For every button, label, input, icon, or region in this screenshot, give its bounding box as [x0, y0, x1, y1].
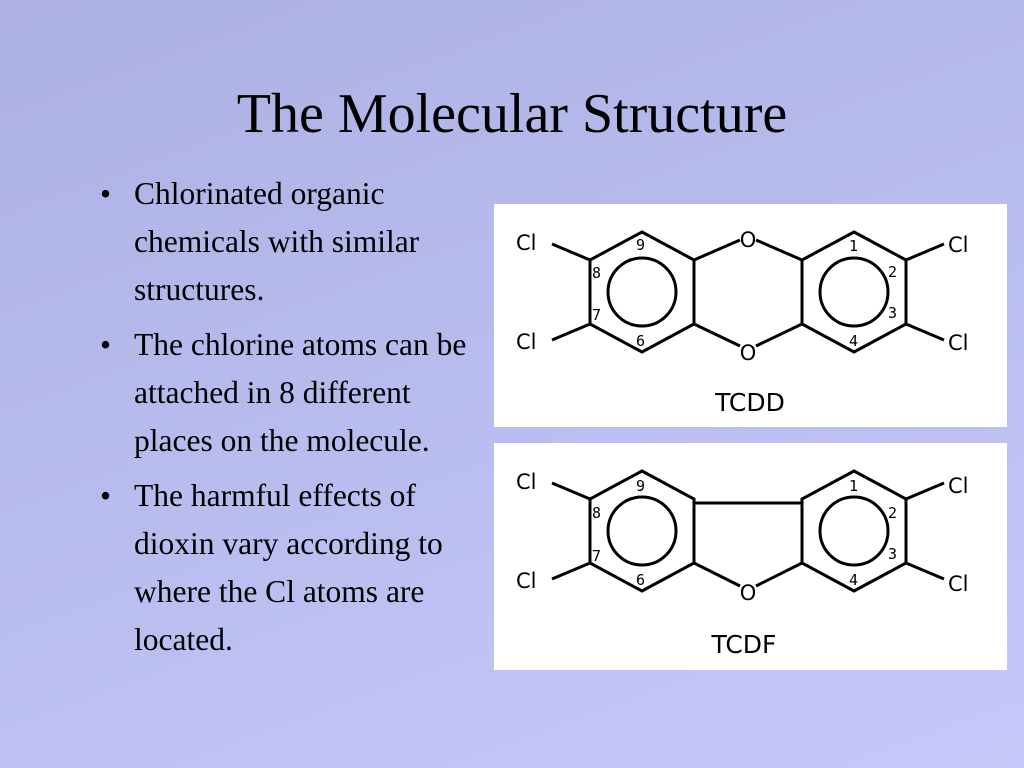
bullet-glyph: •	[100, 327, 112, 362]
tcdf-chlorine-bottom-right: Cl	[948, 572, 969, 596]
bullet-item: • The harmful effects of dioxin vary acc…	[100, 472, 495, 664]
tcdd-bond	[905, 322, 945, 342]
tcdf-right-aromatic-circle	[818, 495, 890, 567]
tcdd-label: TCDD	[714, 388, 785, 417]
tcdf-position-1: 1	[849, 477, 858, 495]
tcdf-chlorine-top-left: Cl	[516, 470, 537, 494]
tcdf-label: TCDF	[711, 630, 777, 659]
tcdf-chlorine-top-right: Cl	[948, 474, 969, 498]
tcdd-chlorine-bottom-left: Cl	[516, 330, 537, 354]
tcdd-right-aromatic-circle	[818, 256, 890, 328]
tcdf-oxygen: O	[740, 581, 757, 605]
tcdd-oxygen-bottom: O	[740, 341, 757, 365]
bullet-list: • Chlorinated organic chemicals with sim…	[100, 170, 495, 671]
slide-title: The Molecular Structure	[236, 83, 788, 145]
tcdd-position-7: 7	[592, 306, 601, 324]
tcdf-bond	[551, 561, 591, 581]
tcdd-position-1: 1	[849, 237, 858, 255]
tcdd-bond	[755, 322, 803, 348]
tcdf-position-3: 3	[888, 545, 897, 563]
tcdd-position-4: 4	[849, 332, 858, 350]
tcdf-position-6: 6	[636, 571, 645, 589]
tcdd-left-aromatic-circle	[606, 256, 678, 328]
tcdd-bond	[551, 322, 591, 342]
bullet-text: The harmful effects of dioxin vary accor…	[134, 478, 443, 657]
tcdf-chlorine-bottom-left: Cl	[516, 569, 537, 593]
tcdd-bond	[693, 238, 741, 262]
tcdd-position-8: 8	[592, 264, 601, 282]
tcdd-bond	[905, 242, 945, 262]
tcdf-structure-svg: O Cl Cl Cl Cl 1 2 3 4 6 7 8 9 TCDF	[516, 469, 969, 659]
tcdf-position-9: 9	[636, 477, 645, 495]
tcdd-chlorine-bottom-right: Cl	[948, 331, 969, 355]
tcdd-position-6: 6	[636, 332, 645, 350]
tcdd-structure-svg: O O Cl Cl Cl Cl 1 2 3 4 6 7 8 9 TCDD	[516, 228, 969, 417]
tcdf-diagram: O Cl Cl Cl Cl 1 2 3 4 6 7 8 9 TCDF	[494, 443, 1007, 670]
bullet-text: Chlorinated organic chemicals with simil…	[134, 176, 420, 307]
tcdf-bond	[905, 481, 945, 501]
tcdf-bond	[551, 481, 591, 501]
tcdd-position-9: 9	[636, 236, 645, 254]
tcdf-bond	[693, 561, 741, 588]
tcdf-position-8: 8	[592, 504, 601, 522]
tcdf-position-4: 4	[849, 571, 858, 589]
bullet-text: The chlorine atoms can be attached in 8 …	[134, 327, 467, 458]
tcdd-bond	[693, 322, 741, 348]
tcdf-bond	[755, 561, 803, 588]
tcdf-position-2: 2	[888, 504, 897, 522]
bullet-item: • Chlorinated organic chemicals with sim…	[100, 170, 495, 314]
tcdd-bond	[551, 242, 591, 262]
tcdf-bond	[905, 561, 945, 581]
tcdd-chlorine-top-right: Cl	[948, 233, 969, 257]
tcdd-chlorine-top-left: Cl	[516, 231, 537, 255]
tcdd-position-3: 3	[888, 304, 897, 322]
bullet-glyph: •	[100, 478, 112, 513]
tcdd-diagram: O O Cl Cl Cl Cl 1 2 3 4 6 7 8 9 TCDD	[494, 204, 1007, 427]
bullet-item: • The chlorine atoms can be attached in …	[100, 321, 495, 465]
tcdf-left-aromatic-circle	[606, 495, 678, 567]
tcdf-position-7: 7	[592, 547, 601, 565]
tcdd-bond	[755, 238, 803, 262]
tcdd-oxygen-top: O	[740, 228, 757, 252]
tcdd-position-2: 2	[888, 263, 897, 281]
bullet-glyph: •	[100, 176, 112, 211]
